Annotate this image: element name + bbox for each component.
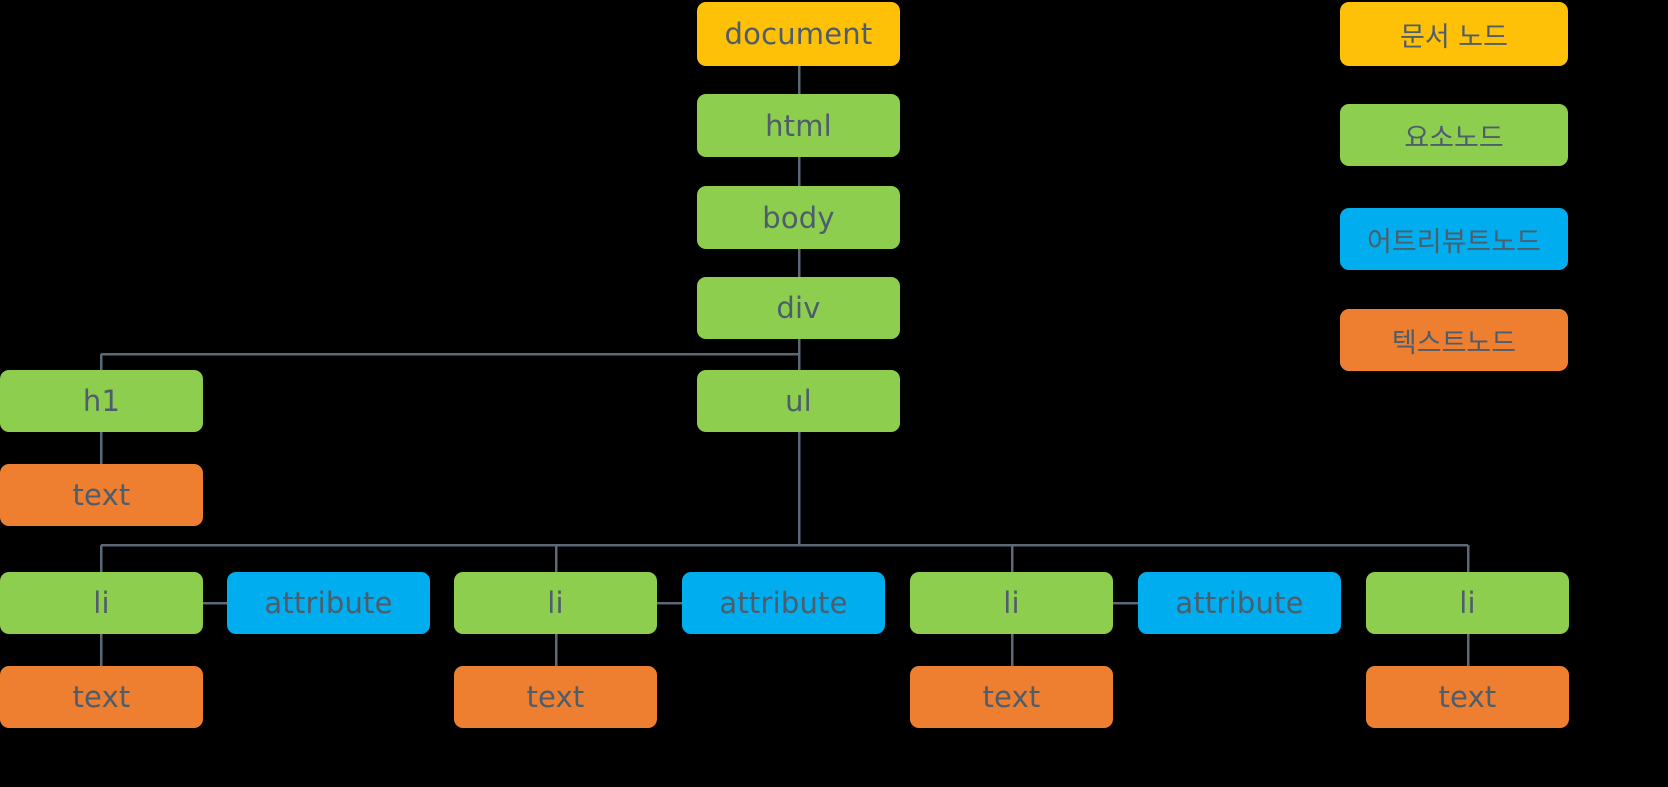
legend-item-document-node: 문서 노드 xyxy=(1340,2,1568,66)
node-li-4[interactable]: li xyxy=(1366,572,1569,634)
node-h1-text[interactable]: text xyxy=(0,464,203,526)
node-attribute-1[interactable]: attribute xyxy=(227,572,430,634)
node-li-2-text[interactable]: text xyxy=(454,666,657,728)
node-h1[interactable]: h1 xyxy=(0,370,203,432)
node-body[interactable]: body xyxy=(697,186,900,249)
node-div[interactable]: div xyxy=(697,277,900,339)
node-li-1-text[interactable]: text xyxy=(0,666,203,728)
node-ul[interactable]: ul xyxy=(697,370,900,432)
node-li-3[interactable]: li xyxy=(910,572,1113,634)
node-attribute-2[interactable]: attribute xyxy=(682,572,885,634)
node-li-3-text[interactable]: text xyxy=(910,666,1113,728)
node-li-1[interactable]: li xyxy=(0,572,203,634)
node-html[interactable]: html xyxy=(697,94,900,157)
legend-item-text-node: 텍스트노드 xyxy=(1340,309,1568,371)
legend-item-attribute-node: 어트리뷰트노드 xyxy=(1340,208,1568,270)
node-attribute-3[interactable]: attribute xyxy=(1138,572,1341,634)
node-li-2[interactable]: li xyxy=(454,572,657,634)
node-li-4-text[interactable]: text xyxy=(1366,666,1569,728)
node-document[interactable]: document xyxy=(697,2,900,66)
legend-item-element-node: 요소노드 xyxy=(1340,104,1568,166)
